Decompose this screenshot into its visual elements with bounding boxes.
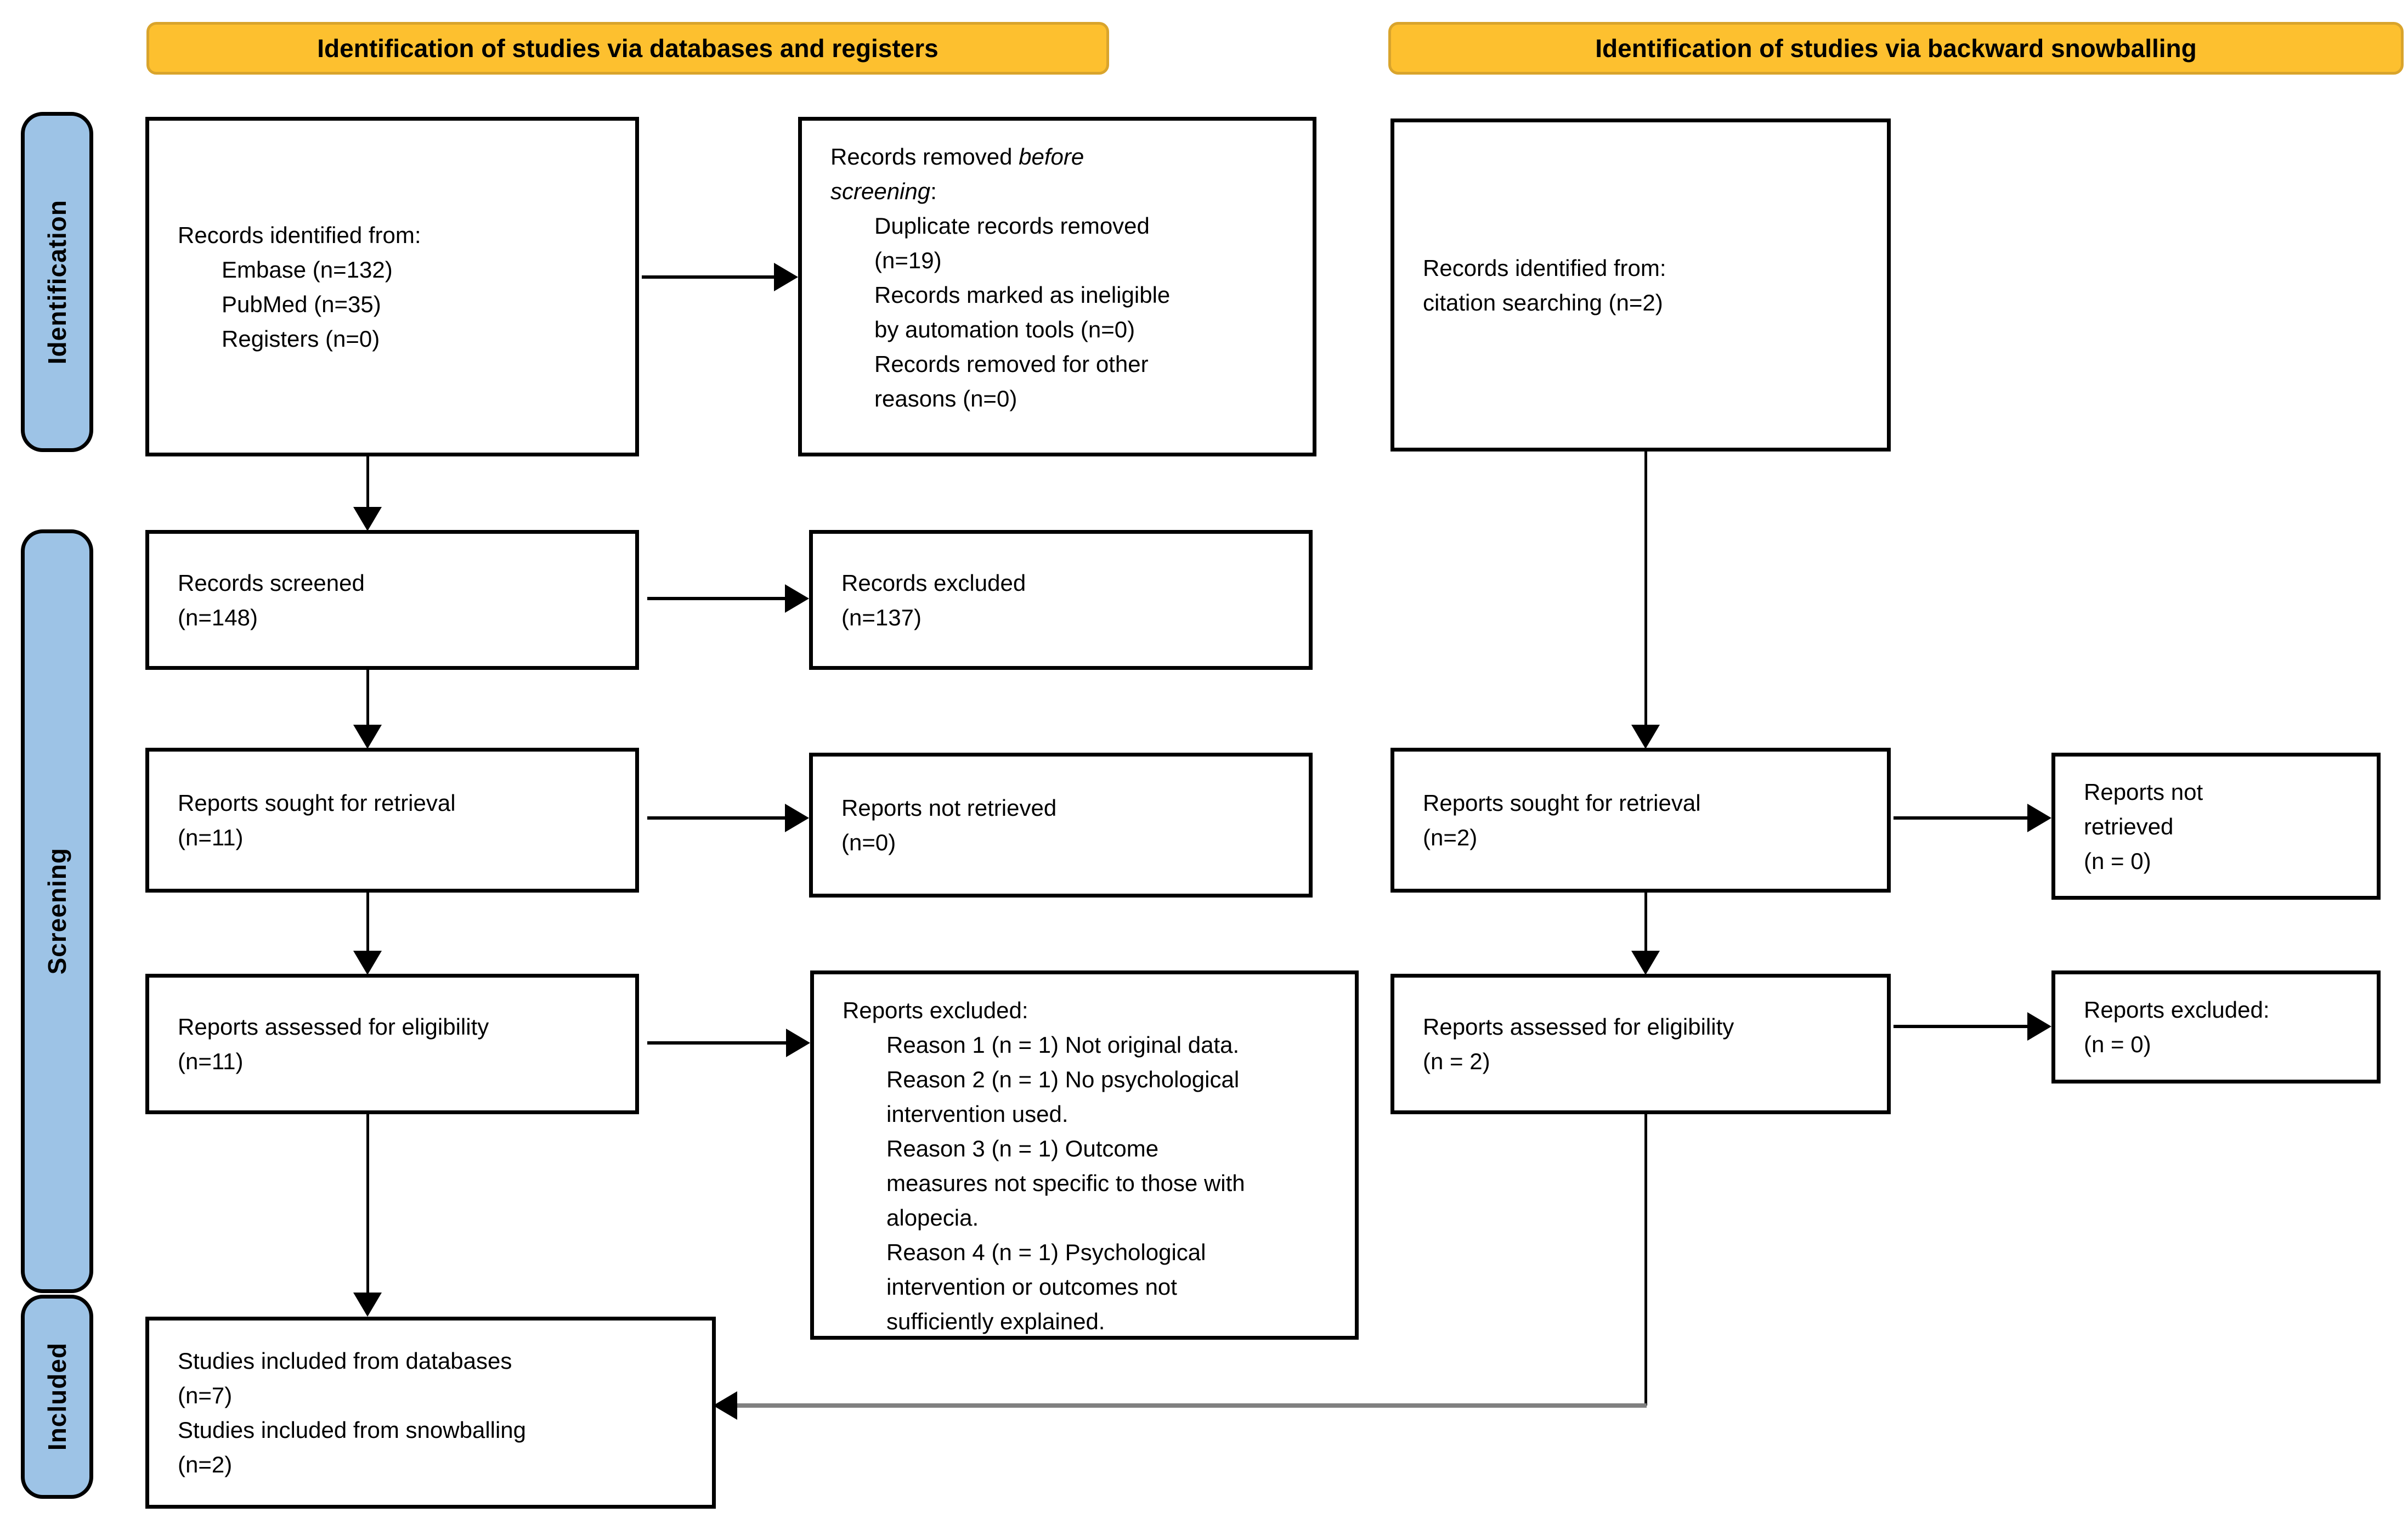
arrow-sought-to-notretrieved-line — [647, 816, 786, 820]
box-reports-not-retrieved-databases: Reports not retrieved (n=0) — [809, 753, 1313, 898]
box-text-line: screening: — [830, 178, 937, 204]
box-reports-assessed-databases: Reports assessed for eligibility (n=11) — [145, 974, 639, 1114]
box-reports-not-retrieved-snowballing: Reports not retrieved (n = 0) — [2051, 753, 2381, 900]
box-records-removed-before-screening: Records removed before screening: Duplicat… — [798, 117, 1316, 456]
arrow-identified-to-removed-line — [642, 275, 776, 279]
stage-label-screening: Screening — [21, 529, 93, 1293]
box-studies-included: Studies included from databases (n=7) Stud… — [145, 1317, 716, 1509]
box-text-line: sufficiently explained. — [886, 1308, 1105, 1334]
arrow-screened-to-sought-head — [353, 725, 382, 749]
box-reports-assessed-snowballing: Reports assessed for eligibility (n = 2) — [1390, 974, 1891, 1114]
arrow-assessed-to-reasons-line — [647, 1041, 787, 1045]
arrow-sought-sb-to-notretrieved-head — [2027, 804, 2051, 832]
box-text-line: Reports assessed for eligibility — [178, 1014, 489, 1040]
box-text-line: Reports not — [2084, 778, 2203, 805]
box-text-line: reasons (n=0) — [874, 386, 1018, 411]
arrow-assessed-to-included-line — [366, 1113, 369, 1294]
box-text-line: Studies included from databases — [178, 1348, 512, 1374]
box-text-line: retrieved — [2084, 813, 2174, 839]
box-text-line: (n=2) — [1423, 825, 1478, 850]
box-text-line: Registers (n=0) — [222, 325, 380, 352]
box-text-line: Records screened — [178, 569, 365, 596]
box-text-line: Records identified from: — [1423, 255, 1666, 281]
arrow-screened-to-excluded-head — [785, 584, 809, 613]
box-text-line: Records excluded — [841, 569, 1026, 596]
arrow-identified-to-screened-line — [366, 454, 369, 509]
box-text-line: by automation tools (n=0) — [874, 317, 1135, 342]
box-reports-excluded-reasons: Reports excluded: Reason 1 (n = 1) Not or… — [810, 970, 1359, 1340]
box-text-line: (n=19) — [874, 247, 942, 273]
box-text-line: Embase (n=132) — [222, 256, 393, 283]
box-text-line: Reason 4 (n = 1) Psychological — [886, 1239, 1206, 1265]
banner-databases-registers-text: Identification of studies via databases … — [317, 34, 939, 63]
stage-label-included-text: Included — [43, 1342, 71, 1451]
box-text-line: (n=0) — [841, 829, 896, 855]
banner-backward-snowballing-text: Identification of studies via backward s… — [1595, 34, 2197, 63]
box-text-line: (n=137) — [841, 604, 922, 630]
box-text-line: PubMed (n=35) — [222, 291, 381, 317]
box-text-line: (n = 0) — [2084, 848, 2151, 874]
connector-snowballing-to-included-horizontal — [736, 1403, 1647, 1408]
box-records-excluded: Records excluded (n=137) — [809, 530, 1313, 670]
arrow-assessed-to-reasons-head — [786, 1029, 810, 1057]
arrow-sought-to-assessed-line — [366, 891, 369, 951]
arrow-assessed-sb-to-excluded-head — [2027, 1012, 2051, 1041]
box-text-line: Reports sought for retrieval — [1423, 790, 1701, 816]
box-text-line: citation searching (n=2) — [1423, 289, 1663, 315]
connector-snowballing-to-included-head — [713, 1391, 737, 1420]
box-text-line: Records identified from: — [178, 222, 421, 248]
box-text-line: Reports excluded: — [843, 997, 1028, 1023]
box-text-line: measures not specific to those with — [886, 1170, 1245, 1196]
arrow-sought-sb-to-notretrieved-line — [1893, 816, 2028, 820]
box-reports-excluded-snowballing: Reports excluded: (n = 0) — [2051, 970, 2381, 1084]
banner-databases-registers: Identification of studies via databases … — [146, 22, 1109, 75]
arrow-identified-to-removed-head — [774, 263, 798, 291]
box-records-screened: Records screened (n=148) — [145, 530, 639, 670]
connector-snowballing-to-included-vertical — [1644, 1113, 1647, 1406]
arrow-identified-to-screened-head — [353, 507, 382, 531]
box-text-line: Reports excluded: — [2084, 997, 2270, 1023]
box-text-line: Reason 2 (n = 1) No psychological — [886, 1066, 1240, 1092]
box-records-identified-databases: Records identified from: Embase (n=132) Pu… — [145, 117, 639, 456]
banner-backward-snowballing: Identification of studies via backward s… — [1388, 22, 2404, 75]
box-records-identified-citation: Records identified from: citation searchi… — [1390, 118, 1891, 452]
box-reports-sought-databases: Reports sought for retrieval (n=11) — [145, 748, 639, 893]
box-text-line: Reason 1 (n = 1) Not original data. — [886, 1032, 1240, 1058]
box-text-line: (n=11) — [178, 1048, 244, 1074]
box-text-line: Records removed before — [830, 144, 1084, 170]
box-text-line: Duplicate records removed — [874, 213, 1150, 239]
arrow-sought-to-notretrieved-head — [785, 804, 809, 832]
box-text-line: (n=2) — [178, 1452, 233, 1477]
box-text-line: (n=148) — [178, 604, 258, 630]
box-text-line: Records marked as ineligible — [874, 282, 1171, 308]
arrow-sought-sb-to-assessed-head — [1631, 951, 1660, 975]
box-text-line: intervention or outcomes not — [886, 1274, 1177, 1300]
box-text-line: Studies included from snowballing — [178, 1417, 527, 1443]
box-text-line: Reports sought for retrieval — [178, 790, 456, 816]
box-text-line: Reports not retrieved — [841, 795, 1057, 821]
box-text-line: (n = 2) — [1423, 1048, 1490, 1074]
stage-label-identification: Identification — [21, 112, 93, 452]
box-reports-sought-snowballing: Reports sought for retrieval (n=2) — [1390, 748, 1891, 893]
arrow-sought-sb-to-assessed-line — [1644, 891, 1647, 951]
arrow-assessed-to-included-head — [353, 1293, 382, 1317]
stage-label-screening-text: Screening — [43, 848, 71, 975]
arrow-screened-to-sought-line — [366, 668, 369, 726]
arrow-assessed-sb-to-excluded-line — [1893, 1025, 2028, 1028]
arrow-screened-to-excluded-line — [647, 597, 786, 600]
box-text-line: Records removed for other — [874, 351, 1149, 377]
stage-label-identification-text: Identification — [43, 199, 71, 365]
box-text-line: intervention used. — [886, 1101, 1069, 1127]
arrow-sought-to-assessed-head — [353, 951, 382, 975]
box-text-line: Reports assessed for eligibility — [1423, 1014, 1734, 1040]
arrow-citation-to-sought-head — [1631, 725, 1660, 749]
box-text-line: (n=7) — [178, 1382, 233, 1408]
box-text-line: (n = 0) — [2084, 1031, 2151, 1057]
box-text-line: Reason 3 (n = 1) Outcome — [886, 1136, 1159, 1161]
box-text-line: alopecia. — [886, 1205, 979, 1231]
box-text-line: (n=11) — [178, 825, 244, 850]
stage-label-included: Included — [21, 1295, 93, 1499]
arrow-citation-to-sought-line — [1644, 449, 1647, 725]
